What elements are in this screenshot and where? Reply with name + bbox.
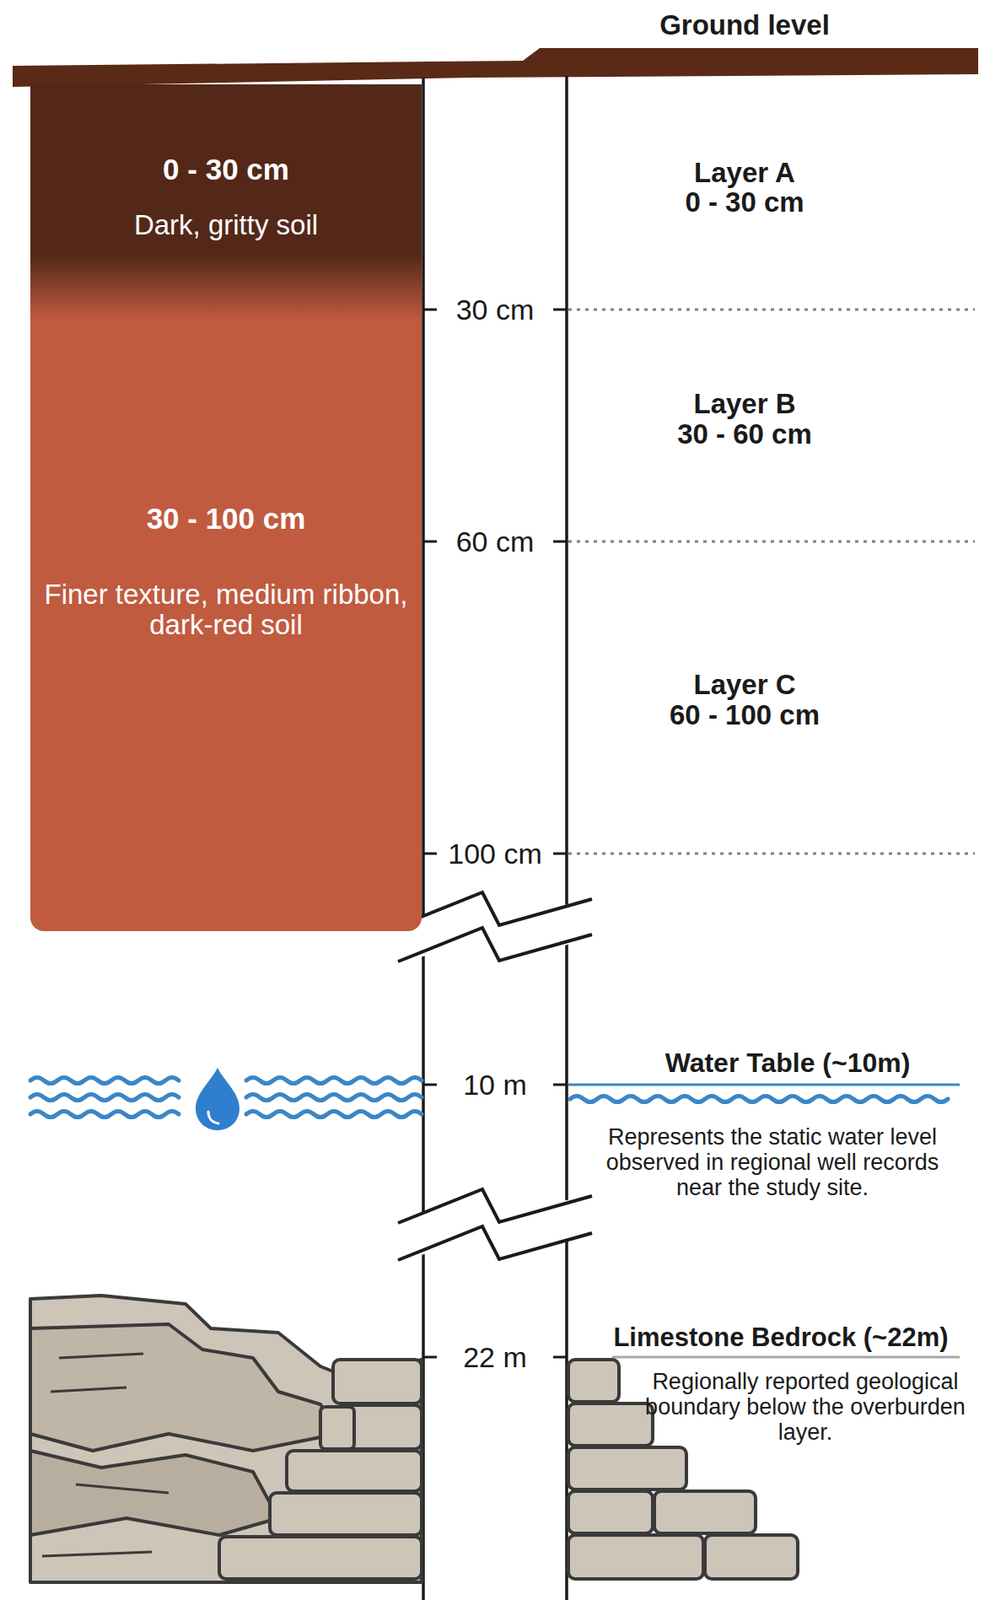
- note: Regionally reported geological boundary …: [632, 1368, 979, 1446]
- limestone-bedrock: [30, 1295, 422, 1582]
- scale-break: [398, 1189, 592, 1260]
- layer-name: Layer C: [693, 669, 796, 701]
- soil-description: Finer texture, medium ribbon, dark-red s…: [40, 579, 412, 640]
- layer-depth: 60 - 100 cm: [669, 699, 820, 732]
- depth-tick-label: 60 cm: [453, 525, 538, 558]
- depth-tick-label: 30 cm: [453, 293, 538, 326]
- note: Represents the static water level observ…: [603, 1124, 942, 1201]
- depth-range: 0 - 30 cm: [40, 153, 412, 186]
- depth-tick-label: 22 m: [460, 1340, 530, 1373]
- scale-break: [398, 892, 592, 962]
- water-table-line: [568, 1083, 960, 1087]
- soil-horizon: 30 - 100 cm Finer texture, medium ribbon,…: [30, 320, 422, 931]
- ground-label: Ground level: [659, 10, 830, 42]
- depth-range: 30 - 100 cm: [40, 502, 412, 535]
- depth-tick-label: 10 m: [460, 1068, 530, 1101]
- bedrock-label: Limestone Bedrock (~22m): [610, 1323, 951, 1353]
- soil-horizon: 0 - 30 cm Dark, gritty soil: [30, 84, 422, 321]
- layer-name: Layer B: [693, 388, 796, 420]
- soil-description: Dark, gritty soil: [40, 209, 412, 241]
- layer-depth: 0 - 30 cm: [684, 187, 804, 219]
- label-underline: [612, 1355, 960, 1359]
- layer-boundary: [568, 309, 975, 854]
- layer-depth: 30 - 60 cm: [677, 419, 813, 451]
- layer-name: Layer A: [694, 157, 796, 189]
- water-table-label: Water Table (~10m): [662, 1048, 914, 1079]
- ground-surface: [12, 48, 979, 87]
- water-drop-shine: [208, 1111, 219, 1124]
- water-drop: [195, 1067, 240, 1130]
- depth-tick-label: 100 cm: [445, 837, 545, 870]
